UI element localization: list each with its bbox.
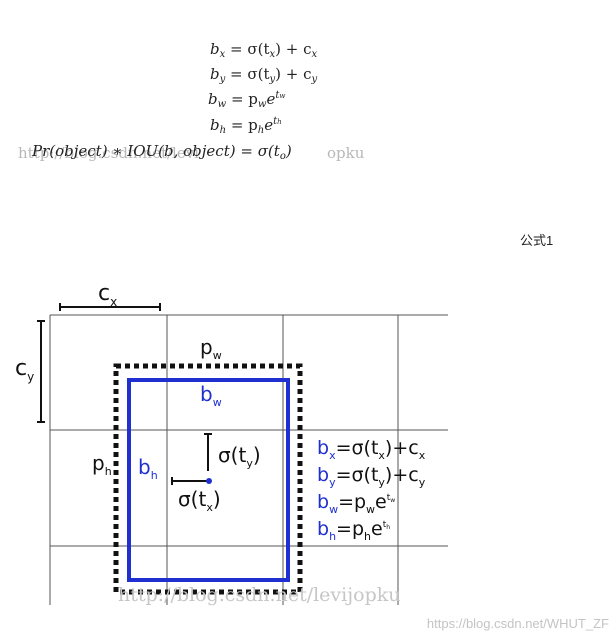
bounding-box-diagram: cx cy pw ph bw bh σ(ty) σ(tx) bx=σ(tx)+c… xyxy=(15,281,448,606)
cy-dimension xyxy=(37,320,45,423)
diagram-eq-bh: bh=pheth xyxy=(317,518,390,543)
equation-bx: bx = σ(tx) + cx xyxy=(210,40,318,60)
formula-caption: 公式1 xyxy=(520,233,554,248)
diagram-eq-bw: bw=pwetw xyxy=(317,491,395,516)
corner-watermark: https://blog.csdn.net/WHUT_ZF xyxy=(426,616,609,631)
sigma-tx-label: σ(tx) xyxy=(178,487,221,514)
ty-offset xyxy=(204,433,212,471)
ph-label: ph xyxy=(92,451,112,478)
pw-label: pw xyxy=(200,335,222,362)
bw-label: bw xyxy=(200,382,222,409)
predicted-box xyxy=(127,378,290,582)
cx-label: cx xyxy=(98,281,117,309)
bh-label: bh xyxy=(138,455,158,482)
tx-offset xyxy=(171,477,208,485)
equation-confidence: Pr(object) ∗ IOU(b, object) = σ(to) xyxy=(32,142,292,162)
equation-by: by = σ(ty) + cy xyxy=(210,65,318,85)
center-point xyxy=(206,478,212,484)
diagram-eq-by: by=σ(ty)+cy xyxy=(317,464,426,489)
sigma-ty-label: σ(ty) xyxy=(218,443,261,470)
cx-dimension xyxy=(59,303,161,311)
diagram-watermark: http://blog.csdn.net/levijopku xyxy=(118,584,400,606)
equation-bh: bh = pheth xyxy=(210,116,282,136)
cy-label: cy xyxy=(15,356,34,384)
prior-box xyxy=(113,363,303,595)
diagram-eq-bx: bx=σ(tx)+cx xyxy=(317,437,426,462)
equation-bw: bw = pwetw xyxy=(208,90,286,110)
